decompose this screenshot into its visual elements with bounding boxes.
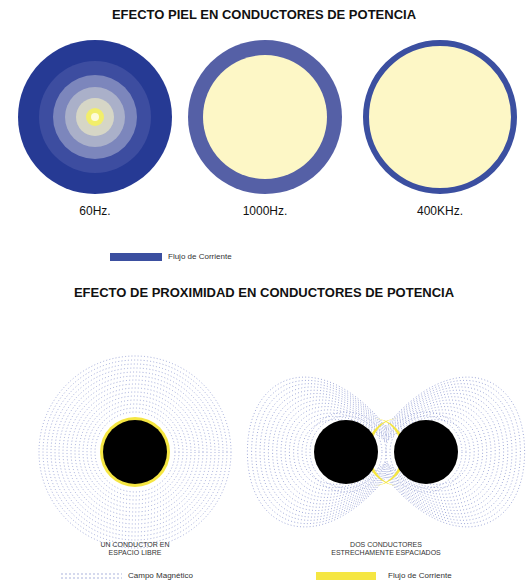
conductor-400khz <box>366 43 514 191</box>
legend-text: Flujo de Corriente <box>168 252 232 261</box>
paired-conductors <box>314 418 458 486</box>
caption: DOS CONDUCTORES ESTRECHAMENTE ESPACIADOS <box>326 541 446 558</box>
field-legend-sample <box>60 571 122 580</box>
magnetic-field <box>247 377 524 527</box>
frequency-label: 1000Hz. <box>243 204 288 218</box>
legend-text: Campo Magnético <box>128 571 193 580</box>
frequency-label: 60Hz. <box>79 204 110 218</box>
legend-swatch <box>316 572 376 580</box>
heading: EFECTO DE PROXIMIDAD EN CONDUCTORES DE P… <box>74 285 454 300</box>
conductor-60hz <box>18 40 172 194</box>
caption: UN CONDUCTOR EN ESPACIO LIBRE <box>95 541 175 558</box>
conductor-1000hz <box>188 40 342 194</box>
single-conductor <box>100 417 170 487</box>
magnetic-field <box>39 356 231 548</box>
frequency-label: 400KHz. <box>417 204 463 218</box>
heading: EFECTO PIEL EN CONDUCTORES DE POTENCIA <box>112 7 416 22</box>
legend-swatch <box>110 253 162 261</box>
legend-text: Flujo de Corriente <box>388 571 452 580</box>
